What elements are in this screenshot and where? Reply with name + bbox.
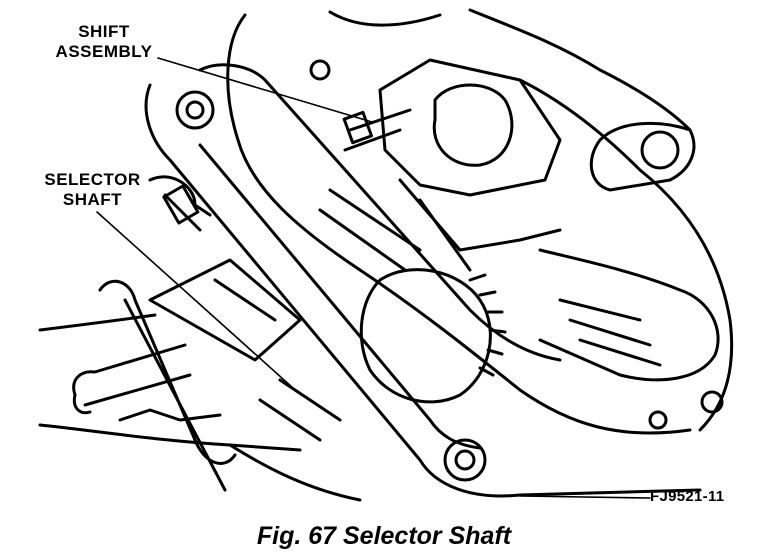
label-selector-shaft: SELECTOR SHAFT [30,170,155,210]
upper-housing-edge [328,8,692,132]
bolt-hole-bottom [443,438,487,482]
selector-lever [98,279,237,492]
right-lever-pin [640,130,680,170]
center-shaft [318,188,422,272]
figure-number: FJ9521-11 [650,488,725,505]
shift-assembly-boss [432,83,514,167]
right-fork-fingers [558,298,662,367]
selector-lug [162,184,200,225]
shift-rail [343,108,412,152]
bolt-hole-right2 [648,410,668,430]
shift-fork-arm [398,178,562,272]
label-shift-assembly-line2: ASSEMBLY [55,42,153,61]
right-lever-1 [589,121,696,192]
housing-outline [226,13,692,435]
right-housing [518,78,734,432]
label-shift-assembly-line1: SHIFT [78,22,130,41]
right-fork [538,248,720,382]
bolt-hole-bottom-inner [454,449,476,471]
mounting-plate [144,63,702,498]
lower-case [228,378,362,502]
bolt-hole-left [175,90,215,130]
label-selector-shaft-line1: SELECTOR [44,170,141,189]
gear-teeth [468,273,507,377]
shift-assembly-body [378,58,562,197]
label-selector-shaft-line2: SHAFT [62,190,123,209]
selector-bracket [148,258,302,362]
selector-shaft-tip [72,393,92,415]
label-shift-assembly: SHIFT ASSEMBLY [44,22,164,62]
leader-shift-assembly [157,57,373,123]
lower-left-outline [38,313,302,452]
bolt-hole-right [700,390,724,414]
center-gear [359,268,492,404]
leader-fignum [519,495,651,499]
bolt-hole-top [309,59,331,81]
bolt-hole-left-inner [185,100,205,120]
leader-selector-shaft [96,211,294,389]
selector-shaft-body [72,343,192,407]
plate-inner-edge [198,143,482,450]
figure-caption: Fig. 67 Selector Shaft [256,522,512,550]
